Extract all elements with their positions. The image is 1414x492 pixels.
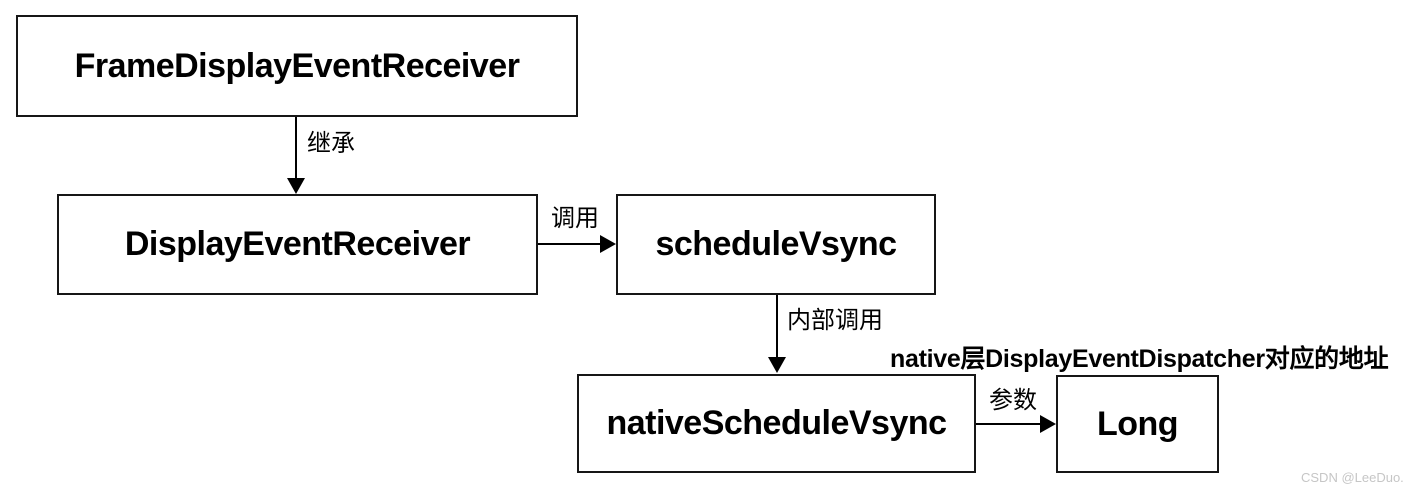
edge-call-arrowhead-icon [600,235,616,253]
node-native-schedule-vsync: nativeScheduleVsync [577,374,976,473]
edge-label-inherit: 继承 [307,130,355,157]
node-frame-display-event-receiver: FrameDisplayEventReceiver [16,15,578,117]
edge-inherit-arrowhead-icon [287,178,305,194]
node-display-event-receiver: DisplayEventReceiver [57,194,538,295]
edge-internal-call-arrowhead-icon [768,357,786,373]
annotation-native-dispatcher-address: native层DisplayEventDispatcher对应的地址 [890,345,1389,373]
node-long: Long [1056,375,1219,473]
edge-call-line [538,243,601,245]
edge-parameter-line [976,423,1041,425]
edge-label-call: 调用 [551,205,599,232]
watermark: CSDN @LeeDuo. [1301,470,1404,485]
node-schedule-vsync: scheduleVsync [616,194,936,295]
edge-internal-call-line [776,295,778,358]
edge-label-internal-call: 内部调用 [787,307,883,334]
edge-parameter-arrowhead-icon [1040,415,1056,433]
edge-inherit-line [295,117,297,179]
edge-label-parameter: 参数 [989,387,1037,414]
